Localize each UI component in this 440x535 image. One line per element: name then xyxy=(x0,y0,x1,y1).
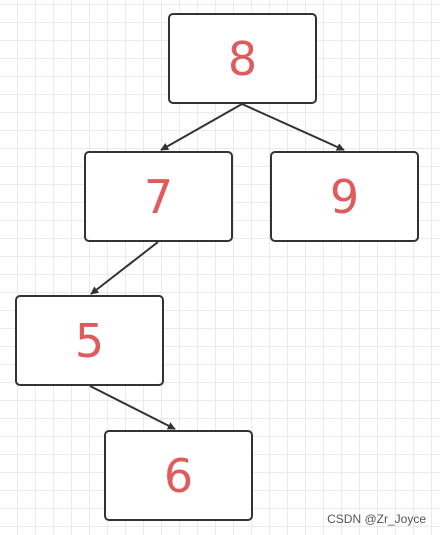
edge-5-to-6 xyxy=(89,385,176,430)
tree-node-8: 8 xyxy=(168,13,317,104)
tree-node-7-label: 7 xyxy=(143,169,174,224)
tree-node-9: 9 xyxy=(270,151,419,242)
tree-node-7: 7 xyxy=(84,151,233,242)
watermark: CSDN @Zr_Joyce xyxy=(327,512,426,526)
tree-node-6: 6 xyxy=(104,430,253,521)
tree-node-5-label: 5 xyxy=(74,313,105,368)
edge-8-to-7 xyxy=(160,103,243,151)
tree-node-6-label: 6 xyxy=(163,448,194,503)
tree-node-9-label: 9 xyxy=(329,169,360,224)
tree-node-8-label: 8 xyxy=(227,31,258,86)
edge-8-to-9 xyxy=(241,103,345,151)
tree-node-5: 5 xyxy=(15,295,164,386)
edge-7-to-5 xyxy=(90,241,159,295)
